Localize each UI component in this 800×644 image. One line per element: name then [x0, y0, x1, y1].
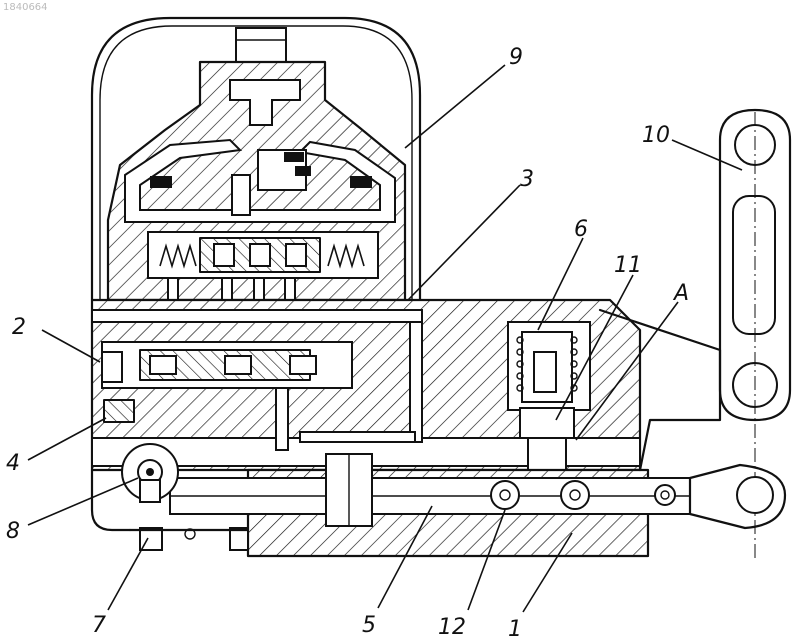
label-1: 1: [508, 617, 522, 642]
label-5: 5: [362, 613, 376, 638]
label-3: 3: [520, 167, 534, 192]
label-6: 6: [574, 217, 588, 242]
label-2: 2: [12, 315, 26, 340]
label-7: 7: [92, 613, 106, 638]
label-4: 4: [6, 451, 20, 476]
valve-block: [108, 62, 405, 330]
watermark: 1840664: [3, 2, 48, 13]
label-10: 10: [642, 123, 670, 148]
label-9: 9: [509, 45, 523, 70]
label-8: 8: [6, 519, 20, 544]
label-12: 12: [438, 615, 466, 640]
label-11: 11: [614, 253, 642, 278]
label-A: A: [672, 281, 689, 306]
pivot-8: [122, 444, 178, 502]
top-cap: [236, 28, 286, 66]
